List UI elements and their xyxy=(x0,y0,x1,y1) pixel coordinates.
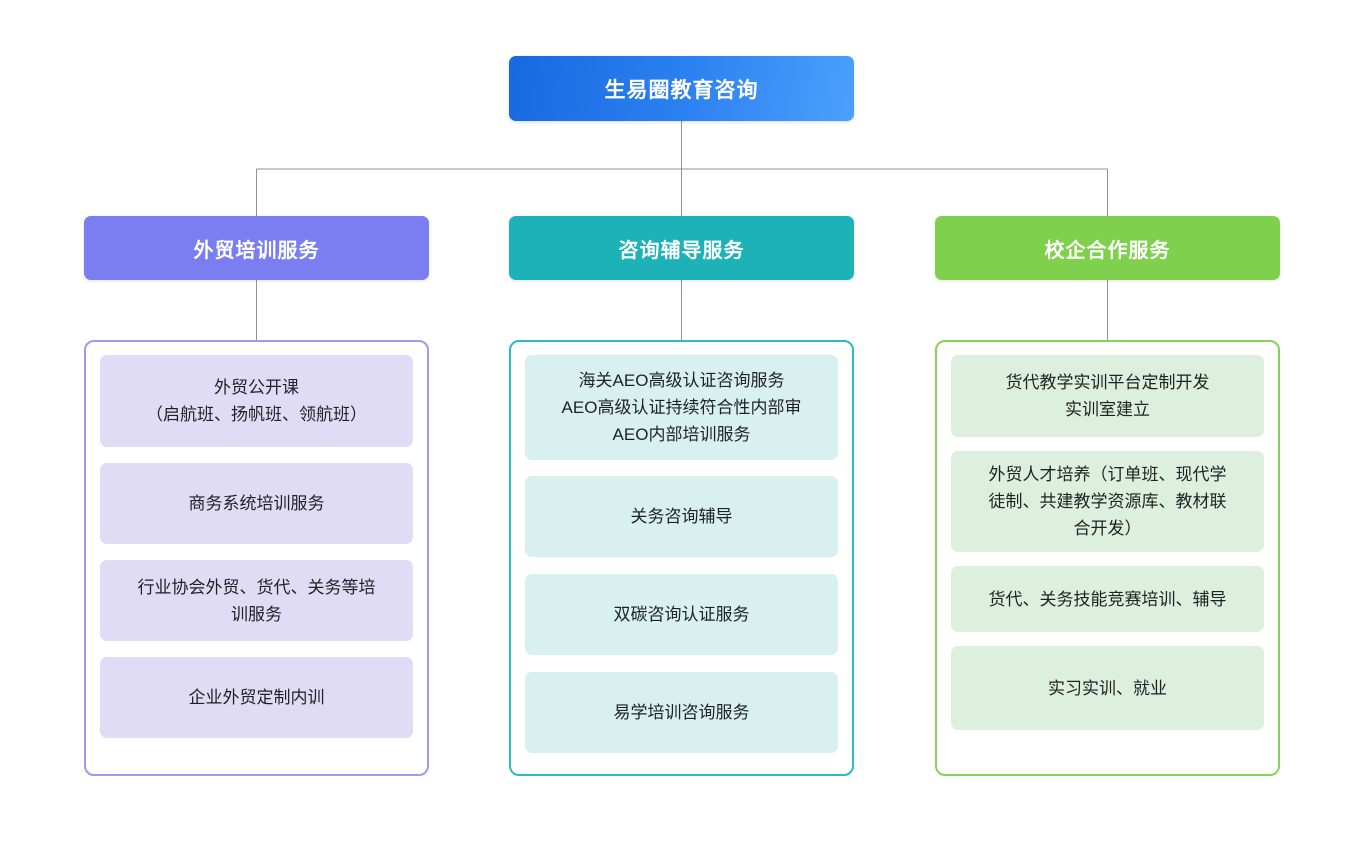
leaf-item[interactable]: 实习实训、就业 xyxy=(951,646,1264,730)
leaf-item[interactable]: 商务系统培训服务 xyxy=(100,463,413,544)
branch-header-label: 外贸培训服务 xyxy=(193,239,320,262)
leaf-item[interactable]: 货代、关务技能竞赛培训、辅导 xyxy=(951,566,1264,632)
leaf-item[interactable]: 企业外贸定制内训 xyxy=(100,657,413,738)
leaf-list: 外贸公开课 （启航班、扬帆班、领航班） 商务系统培训服务 行业协会外贸、货代、关… xyxy=(100,355,413,761)
root-node[interactable]: 生易圈教育咨询 xyxy=(509,56,854,121)
leaf-item[interactable]: 关务咨询辅导 xyxy=(525,476,838,557)
branch-header-label: 校企合作服务 xyxy=(1044,239,1171,262)
leaf-item[interactable]: 易学培训咨询服务 xyxy=(525,672,838,753)
branch-header-waimao-peixun[interactable]: 外贸培训服务 xyxy=(84,216,429,280)
branch-group-waimao-peixun: 外贸公开课 （启航班、扬帆班、领航班） 商务系统培训服务 行业协会外贸、货代、关… xyxy=(84,340,429,776)
leaf-list: 货代教学实训平台定制开发 实训室建立 外贸人才培养（订单班、现代学 徒制、共建教… xyxy=(951,355,1264,761)
leaf-item[interactable]: 货代教学实训平台定制开发 实训室建立 xyxy=(951,355,1264,437)
branch-header-label: 咨询辅导服务 xyxy=(618,239,745,262)
leaf-item[interactable]: 外贸人才培养（订单班、现代学 徒制、共建教学资源库、教材联 合开发） xyxy=(951,451,1264,552)
branch-group-zixun-fudao: 海关AEO高级认证咨询服务 AEO高级认证持续符合性内部审 AEO内部培训服务 … xyxy=(509,340,854,776)
leaf-item[interactable]: 海关AEO高级认证咨询服务 AEO高级认证持续符合性内部审 AEO内部培训服务 xyxy=(525,355,838,460)
leaf-item[interactable]: 外贸公开课 （启航班、扬帆班、领航班） xyxy=(100,355,413,447)
leaf-list: 海关AEO高级认证咨询服务 AEO高级认证持续符合性内部审 AEO内部培训服务 … xyxy=(525,355,838,761)
branch-group-xiaoqi-hezuo: 货代教学实训平台定制开发 实训室建立 外贸人才培养（订单班、现代学 徒制、共建教… xyxy=(935,340,1280,776)
root-node-label: 生易圈教育咨询 xyxy=(604,78,759,102)
branch-header-xiaoqi-hezuo[interactable]: 校企合作服务 xyxy=(935,216,1280,280)
branch-header-zixun-fudao[interactable]: 咨询辅导服务 xyxy=(509,216,854,280)
leaf-item[interactable]: 行业协会外贸、货代、关务等培 训服务 xyxy=(100,560,413,641)
leaf-item[interactable]: 双碳咨询认证服务 xyxy=(525,574,838,655)
